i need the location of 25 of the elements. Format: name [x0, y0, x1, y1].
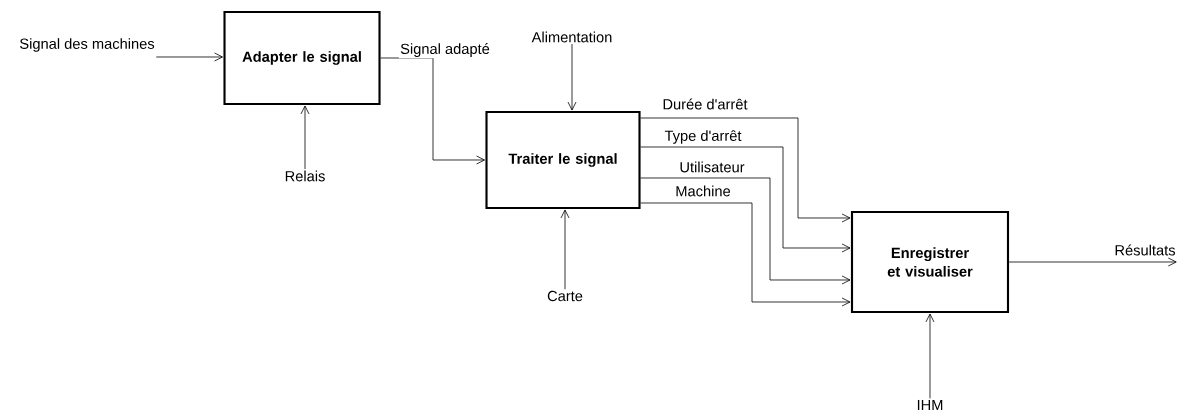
edge-label: Machine — [673, 184, 733, 198]
arrow — [300, 105, 310, 170]
edge-label: Type d'arrêt — [663, 128, 743, 146]
signal-label: IHM — [917, 399, 943, 411]
arrow — [1008, 257, 1177, 267]
arrow — [567, 43, 577, 111]
edge-label: Utilisateur — [678, 160, 746, 174]
edge-label: Signal adapté — [398, 41, 492, 59]
arrow — [560, 209, 570, 290]
signal-label: Signal des machines — [20, 38, 155, 52]
arrow — [640, 146, 851, 253]
signal-label: Carte — [547, 290, 583, 302]
arrow — [640, 202, 851, 307]
arrow — [925, 313, 935, 399]
process-box: Enregistrer et visualiser — [850, 210, 1010, 314]
signal-label: Relais — [285, 170, 325, 182]
signal-label: Résultats — [1115, 244, 1175, 256]
edge-label: Durée d'arrêt — [661, 97, 749, 111]
process-box: Traiter le signal — [485, 110, 641, 210]
signal-label: Alimentation — [531, 31, 612, 43]
arrow — [380, 57, 485, 165]
arrow — [155, 52, 223, 62]
arrow — [640, 177, 851, 285]
process-box: Adapter le signal — [223, 10, 381, 106]
arrow — [640, 117, 851, 223]
